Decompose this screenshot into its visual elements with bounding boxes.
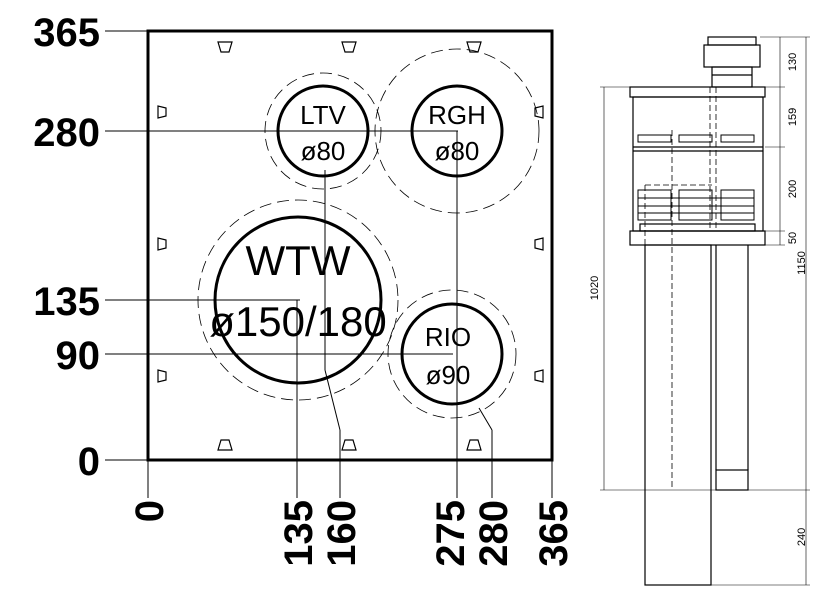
rgh-name: RGH	[428, 100, 486, 130]
ltv-circle	[276, 84, 370, 178]
rgh-circle	[410, 84, 504, 178]
opening-circles	[213, 84, 504, 406]
dim-1150: 1150	[796, 251, 808, 275]
x-label-0: 0	[128, 500, 172, 522]
x-label-135: 135	[277, 500, 321, 567]
rio-name: RIO	[425, 322, 471, 352]
housing	[629, 86, 766, 246]
x-label-280: 280	[472, 500, 516, 567]
top-cap	[703, 36, 761, 88]
rio-circle	[400, 302, 504, 406]
dim-50: 50	[787, 232, 799, 244]
y-label-280: 280	[33, 111, 100, 155]
y-label-90: 90	[56, 334, 101, 378]
y-label-0: 0	[78, 440, 100, 484]
plate-outline	[146, 29, 554, 462]
rgh-diameter: ø80	[435, 136, 480, 166]
louvres	[637, 134, 755, 221]
dim-159: 159	[787, 108, 799, 126]
y-label-135: 135	[33, 280, 100, 324]
y-label-365: 365	[33, 11, 100, 55]
clearance-circles	[197, 48, 540, 419]
fixing-clips	[157, 41, 544, 451]
x-label-365: 365	[532, 500, 576, 567]
dim-1020: 1020	[589, 276, 601, 300]
x-label-160: 160	[320, 500, 364, 567]
dim-200: 200	[787, 180, 799, 198]
dim-240: 240	[796, 528, 808, 546]
wtw-circle	[213, 215, 383, 385]
x-label-275: 275	[429, 500, 473, 567]
ltv-name: LTV	[300, 100, 346, 130]
wtw-name: WTW	[246, 237, 351, 284]
rio-diameter: ø90	[426, 360, 471, 390]
lower-pipes	[644, 244, 749, 586]
dim-130: 130	[787, 53, 799, 71]
wtw-diameter: ø150/180	[209, 298, 386, 345]
ltv-diameter: ø80	[301, 136, 346, 166]
side-view: 130 159 200 50 1020 1150 240	[589, 36, 810, 586]
side-dimension-lines	[600, 36, 810, 586]
horizontal-dimension-lines	[105, 30, 458, 461]
